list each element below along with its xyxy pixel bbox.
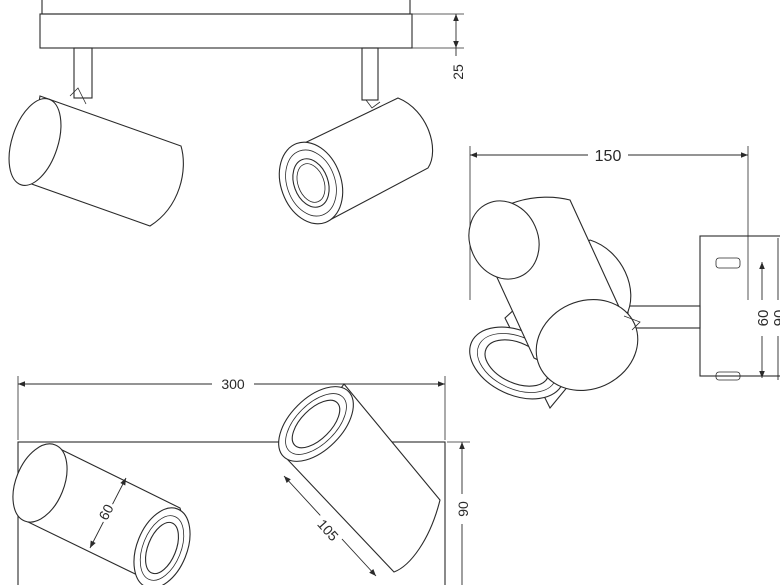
front-left-stem: [73, 47, 93, 99]
top-left-spotlight: 60: [12, 443, 191, 585]
side-view: 150 60 90: [468, 144, 780, 410]
top-view: 300 90 60: [12, 374, 472, 585]
dim-90-side-label: 90: [771, 310, 780, 327]
dimension-top-height: 25: [412, 13, 466, 80]
dim-60-head-label: 60: [95, 501, 117, 522]
top-right-spotlight: 105: [278, 383, 441, 577]
side-arm: [627, 305, 701, 329]
dimension-side-depth: 150: [469, 144, 749, 300]
dim-25-label: 25: [450, 64, 466, 80]
dimension-bottom-width: 90: [447, 441, 472, 585]
front-right-spotlight: [278, 97, 434, 225]
dim-150-label: 150: [595, 148, 622, 165]
front-view: 25: [8, 0, 466, 227]
dimension-side-outer: 90: [771, 238, 780, 380]
side-screw-bottom: [715, 371, 741, 381]
front-left-spotlight: [8, 87, 184, 227]
dim-300-label: 300: [221, 376, 245, 392]
front-top-plate: [41, 0, 411, 15]
side-screw-top: [715, 257, 741, 269]
front-base-plate: [39, 13, 413, 49]
dimension-bottom-length: 300: [17, 374, 446, 440]
front-right-stem: [361, 47, 379, 101]
dimension-side-inner: 60: [752, 262, 772, 378]
dim-90-bottom-label: 90: [455, 501, 471, 517]
dim-60-side-label: 60: [755, 310, 772, 327]
side-front-spotlight: [468, 196, 641, 391]
